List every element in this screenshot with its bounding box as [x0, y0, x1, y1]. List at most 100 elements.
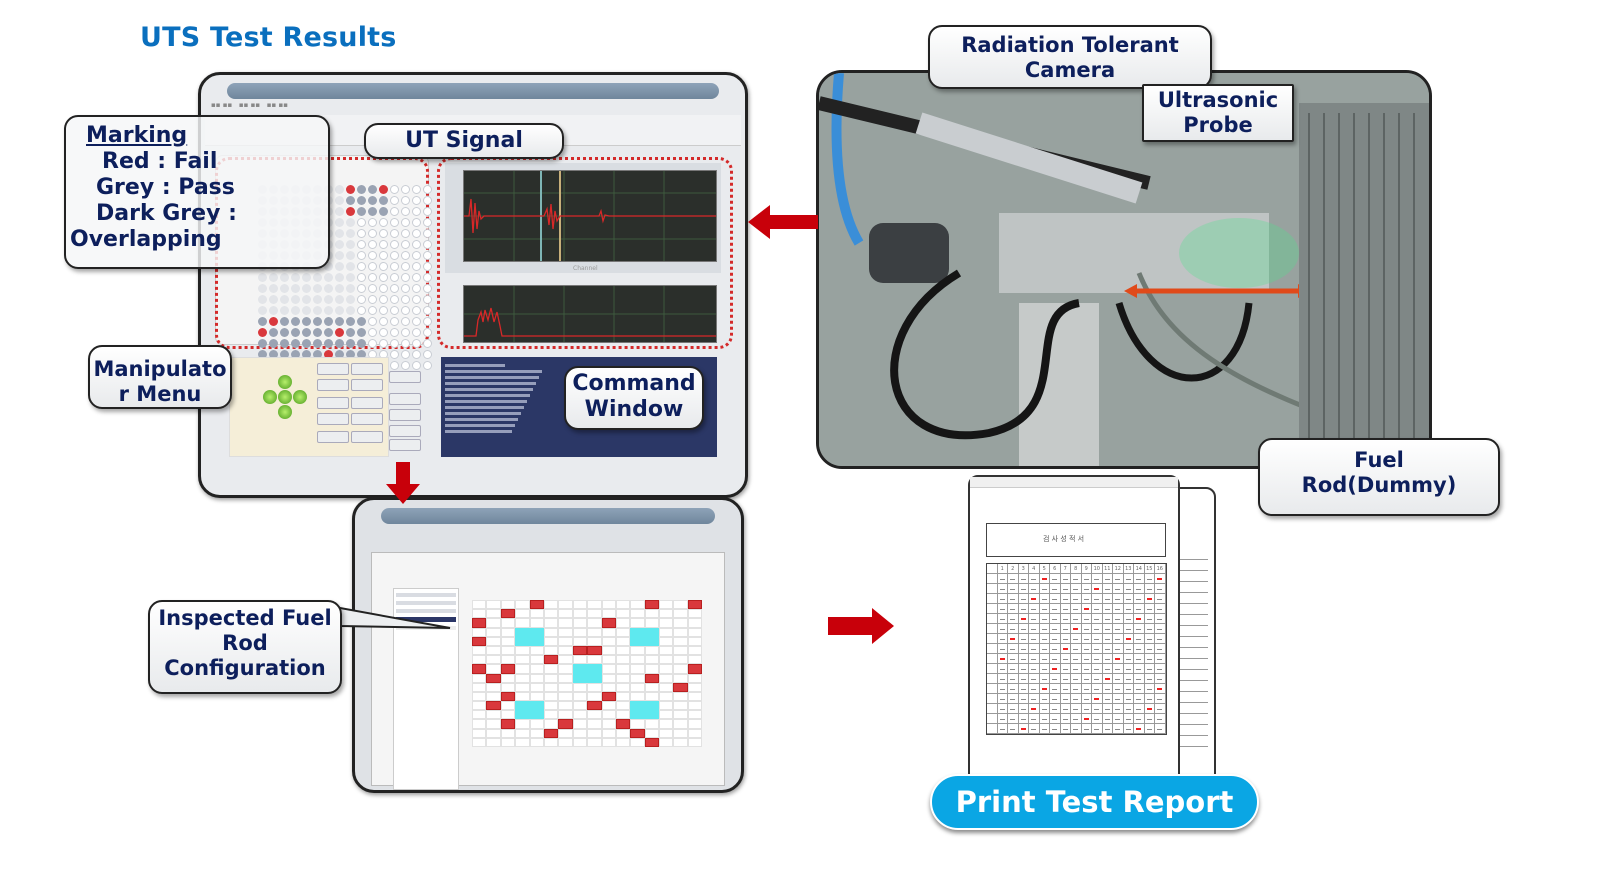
- report-cell: [1071, 664, 1082, 674]
- report-column-header: 9: [1081, 564, 1092, 574]
- inspected-callout-pointer: [340, 606, 451, 629]
- rod-cell: [615, 728, 631, 738]
- manipulator-control-button[interactable]: [317, 379, 349, 391]
- report-cell: [987, 614, 998, 624]
- dpad-left-button[interactable]: [263, 390, 277, 404]
- equipment-illustration: [819, 73, 1429, 466]
- dpad-right-button[interactable]: [293, 390, 307, 404]
- dpad-down-button[interactable]: [278, 405, 292, 419]
- rod-cell: [601, 627, 616, 637]
- rod-marker: [368, 317, 377, 326]
- report-cell: [1123, 634, 1134, 644]
- report-cell: [1123, 724, 1134, 734]
- print-test-report-button[interactable]: Print Test Report: [930, 774, 1259, 830]
- rod-cell: [587, 636, 602, 646]
- rod-marker: [280, 284, 289, 293]
- rod-cell: [558, 682, 573, 692]
- rod-cell: [644, 664, 660, 674]
- manipulator-control-button[interactable]: [317, 397, 349, 409]
- manipulator-control-button[interactable]: [389, 409, 421, 421]
- dpad-center-button[interactable]: [278, 390, 292, 404]
- manipulator-control-button[interactable]: [317, 413, 349, 425]
- report-cell: [1092, 694, 1103, 704]
- manipulator-control-button[interactable]: [351, 431, 383, 443]
- rod-cell: [572, 737, 588, 747]
- rod-marker: [346, 350, 355, 359]
- report-cell: [1134, 594, 1145, 604]
- report-cell: [1155, 704, 1166, 714]
- manipulator-control-button[interactable]: [389, 425, 421, 437]
- report-cell: [1018, 674, 1029, 684]
- rod-marker: [280, 306, 289, 315]
- rod-cell: [644, 618, 660, 628]
- report-cell: [987, 574, 998, 584]
- rod-marker: [412, 339, 421, 348]
- command-log-line: [445, 388, 533, 391]
- rod-marker: [291, 339, 300, 348]
- rod-cell: [486, 645, 501, 656]
- rod-cell: [500, 691, 516, 702]
- rod-cell: [659, 609, 674, 619]
- report-cell: [1123, 594, 1134, 604]
- rod-marker: [324, 273, 333, 282]
- report-cell: [1018, 694, 1029, 704]
- rod-marker: [390, 196, 399, 205]
- rod-cell: [673, 618, 688, 628]
- report-column-header: 11: [1102, 564, 1113, 574]
- report-cell: [1029, 654, 1040, 664]
- report-cell: [1029, 684, 1040, 694]
- manipulator-control-button[interactable]: [351, 397, 383, 409]
- manipulator-control-button[interactable]: [389, 371, 421, 383]
- report-cell: [997, 594, 1008, 604]
- rod-cell: [558, 664, 573, 674]
- manipulator-control-button[interactable]: [317, 363, 349, 375]
- report-cell: [1060, 634, 1071, 644]
- rod-marker: [368, 229, 377, 238]
- rod-cell: [615, 664, 631, 674]
- report-cell: [1018, 714, 1029, 724]
- report-column-header: 4: [1029, 564, 1040, 574]
- report-cell: [1008, 724, 1019, 734]
- report-cell: [1039, 724, 1050, 734]
- rod-marker: [346, 339, 355, 348]
- report-cell: [1102, 574, 1113, 584]
- report-cell: [1081, 724, 1092, 734]
- report-cell: [987, 584, 998, 594]
- report-cell: [1155, 614, 1166, 624]
- rod-marker: [269, 350, 278, 359]
- report-cell: [1144, 574, 1155, 584]
- report-cell: [1092, 684, 1103, 694]
- manipulator-control-button[interactable]: [351, 379, 383, 391]
- marking-heading: Marking: [86, 123, 188, 148]
- rod-cell: [601, 645, 616, 656]
- report-cell: [1123, 684, 1134, 694]
- rod-cell: [500, 618, 516, 628]
- dpad-up-button[interactable]: [278, 375, 292, 389]
- manipulator-control-button[interactable]: [389, 439, 421, 451]
- rod-marker: [412, 317, 421, 326]
- report-cell: [1113, 594, 1124, 604]
- rod-marker: [346, 185, 355, 194]
- rod-marker: [379, 207, 388, 216]
- rod-cell: [587, 701, 602, 711]
- rod-marker: [346, 229, 355, 238]
- manipulator-control-button[interactable]: [389, 393, 421, 405]
- rod-cell: [543, 609, 559, 619]
- manipulator-control-button[interactable]: [351, 363, 383, 375]
- rod-cell: [644, 609, 660, 619]
- report-cell: [1029, 604, 1040, 614]
- rod-marker: [280, 328, 289, 337]
- report-cell: [1050, 584, 1061, 594]
- rod-cell: [587, 627, 602, 637]
- report-cell: [1081, 704, 1092, 714]
- rod-cell: [601, 609, 616, 619]
- manipulator-control-button[interactable]: [317, 431, 349, 443]
- report-cell: [1144, 614, 1155, 624]
- rod-cell: [472, 645, 487, 656]
- manipulator-control-button[interactable]: [351, 413, 383, 425]
- rod-marker: [346, 317, 355, 326]
- rod-cell: [500, 737, 516, 747]
- rod-marker: [390, 229, 399, 238]
- report-cell: [1018, 724, 1029, 734]
- rod-marker: [335, 240, 344, 249]
